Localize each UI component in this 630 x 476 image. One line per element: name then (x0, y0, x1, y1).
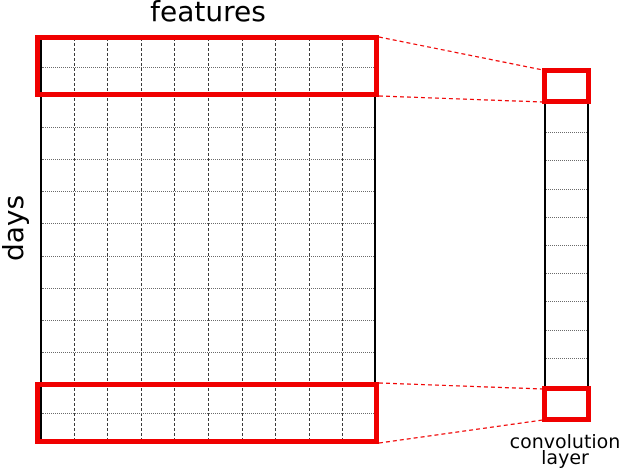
connector-top-upper (378, 36, 544, 71)
grid-vline (141, 38, 142, 441)
grid-vline (174, 38, 175, 441)
grid-hline (42, 67, 374, 68)
grid-hline (546, 160, 587, 161)
conv-layer-bottom-cell (542, 386, 591, 422)
top-kernel-window (35, 35, 379, 97)
feature-matrix (40, 38, 376, 441)
grid-vline (275, 38, 276, 441)
connector-bottom-upper (378, 382, 544, 390)
convolution-layer-label: convolution layer (499, 431, 630, 469)
grid-hline (546, 273, 587, 274)
grid-hline (42, 127, 374, 128)
grid-hline (546, 330, 587, 331)
grid-hline (42, 352, 374, 353)
conv-layer-column (544, 70, 589, 420)
grid-hline (546, 358, 587, 359)
days-axis-label: days (0, 194, 30, 262)
grid-hline (42, 413, 374, 414)
grid-hline (546, 132, 587, 133)
grid-vline (309, 38, 310, 441)
grid-hline (546, 301, 587, 302)
grid-hline (42, 288, 374, 289)
grid-vline (242, 38, 243, 441)
bottom-kernel-window (35, 382, 379, 444)
convolution-layer-label-line2: layer (541, 447, 589, 469)
grid-vline (342, 38, 343, 441)
grid-hline (546, 245, 587, 246)
convolution-layer-label-line1: convolution (509, 431, 621, 453)
grid-vline (107, 38, 108, 441)
connector-top-lower (378, 95, 544, 103)
grid-vline (74, 38, 75, 441)
grid-hline (42, 320, 374, 321)
features-axis-label: features (150, 0, 266, 28)
grid-hline (546, 217, 587, 218)
grid-hline (42, 256, 374, 257)
grid-hline (42, 223, 374, 224)
grid-hline (42, 191, 374, 192)
conv-layer-top-cell (542, 68, 591, 104)
grid-hline (546, 189, 587, 190)
grid-vline (208, 38, 209, 441)
grid-hline (42, 159, 374, 160)
